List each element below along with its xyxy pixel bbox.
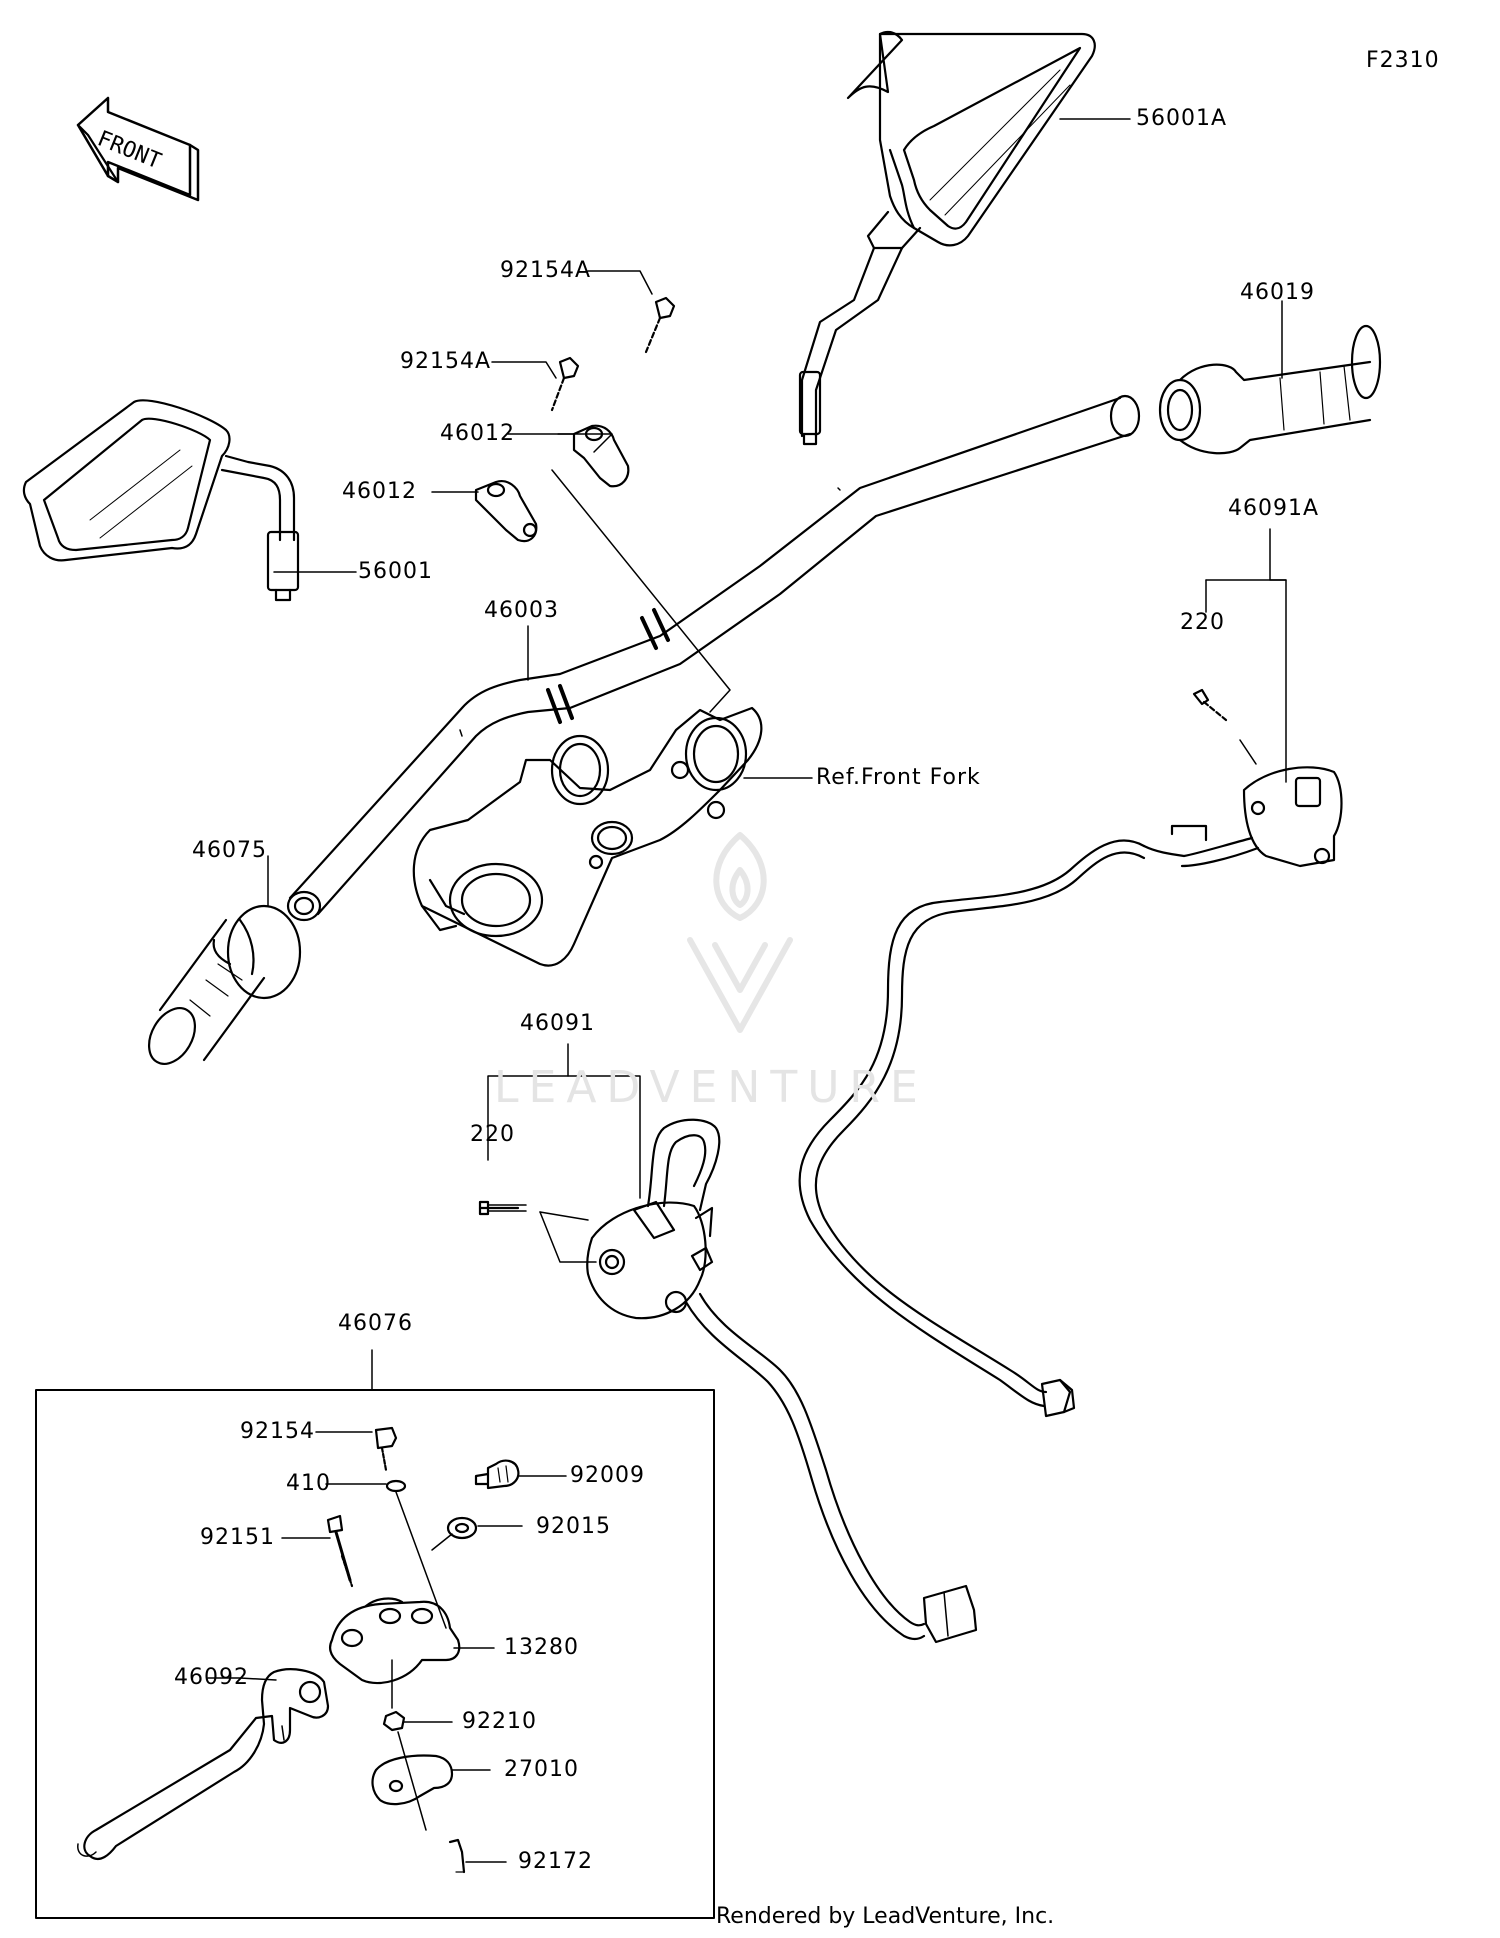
clutch-lever-assembly [77, 1426, 520, 1874]
left-switch-assembly [478, 1118, 978, 1644]
upper-triple-clamp [412, 706, 763, 967]
left-mirror [22, 399, 300, 602]
callout-46092: 46092 [174, 1665, 249, 1690]
callout-92015: 92015 [536, 1514, 611, 1539]
callout-92210: 92210 [462, 1709, 537, 1734]
callout-ref-front-fork: Ref.Front Fork [816, 765, 981, 790]
callout-27010: 27010 [504, 1757, 579, 1782]
handlebar [286, 394, 1141, 922]
watermark-logo [687, 832, 793, 1033]
right-mirror [798, 30, 1096, 446]
right-grip [1158, 324, 1382, 455]
callout-13280: 13280 [504, 1635, 579, 1660]
watermark-text: LEADVENTURE [494, 1062, 928, 1113]
leader-lines [207, 118, 1287, 1863]
callout-92154A-lower: 92154A [400, 349, 492, 374]
callout-46019: 46019 [1240, 280, 1315, 305]
callout-92154A-upper: 92154A [500, 258, 592, 283]
clutch-lever-box [35, 1389, 715, 1919]
render-credit: Rendered by LeadVenture, Inc. [716, 1904, 1055, 1929]
callout-92009: 92009 [570, 1463, 645, 1488]
callout-46012-upper: 46012 [440, 421, 515, 446]
callout-92154: 92154 [240, 1419, 315, 1444]
callout-220-left: 220 [470, 1122, 515, 1147]
callout-46003: 46003 [484, 598, 559, 623]
front-arrow-icon: FRONT [76, 96, 200, 202]
callout-46012-lower: 46012 [342, 479, 417, 504]
callout-46076: 46076 [338, 1311, 413, 1336]
front-label: FRONT [94, 126, 165, 174]
right-switch-assembly [798, 688, 1343, 1418]
callout-56001A: 56001A [1136, 106, 1228, 131]
callout-46075: 46075 [192, 838, 267, 863]
diagram-code: F2310 [1366, 48, 1440, 73]
callout-92172: 92172 [518, 1849, 593, 1874]
callout-56001: 56001 [358, 559, 433, 584]
handlebar-holders [474, 296, 676, 543]
callout-46091: 46091 [520, 1011, 595, 1036]
callout-46091A: 46091A [1228, 496, 1320, 521]
callout-410: 410 [286, 1471, 331, 1496]
callout-92151: 92151 [200, 1525, 275, 1550]
callout-220-right: 220 [1180, 610, 1225, 635]
left-grip [147, 904, 302, 1065]
